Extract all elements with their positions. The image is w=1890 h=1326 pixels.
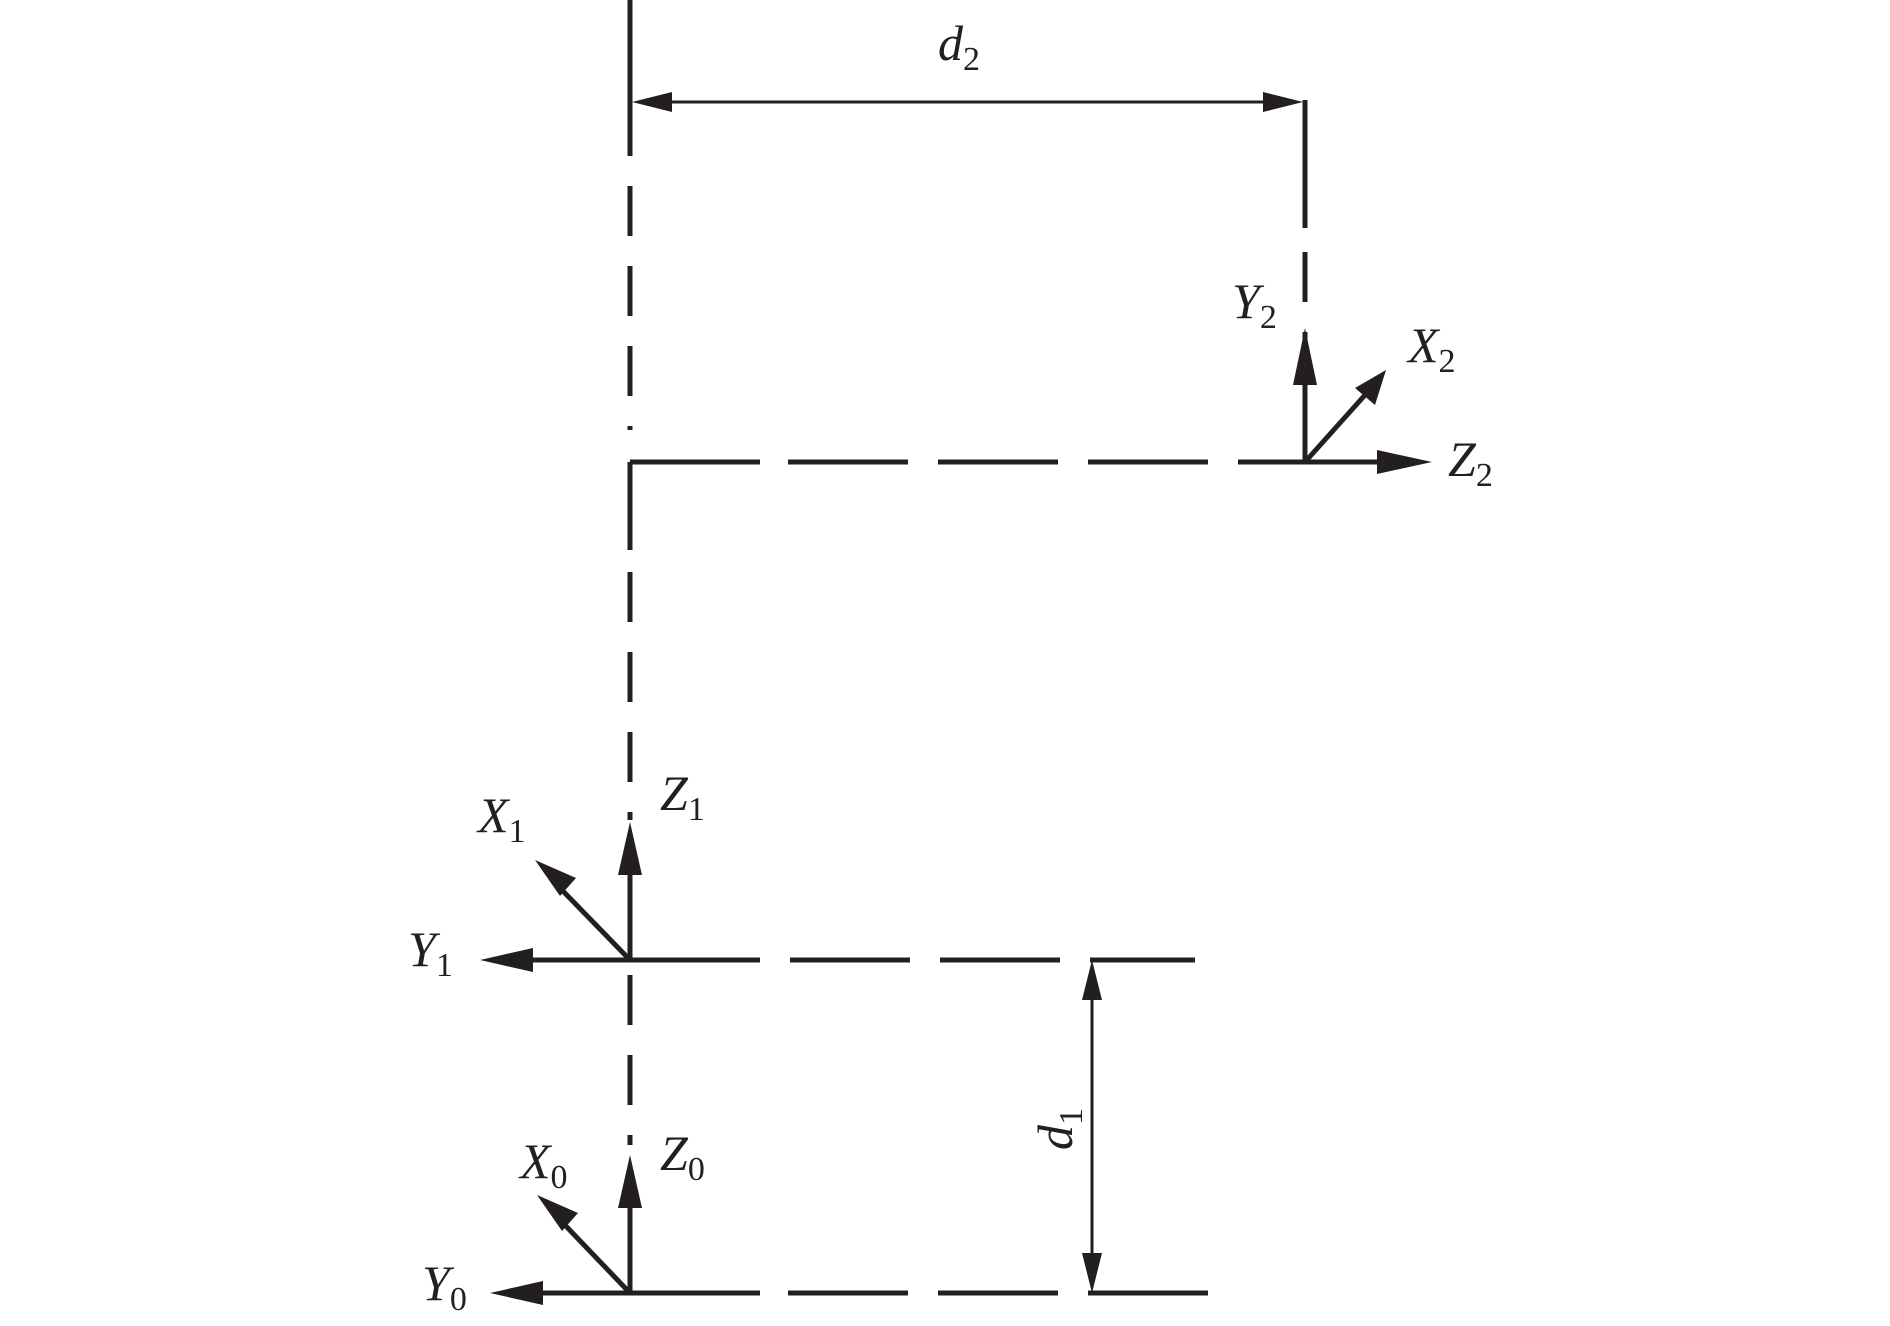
frame1: Z1 X1 Y1 [408, 765, 705, 984]
frame2: Y2 X2 Z2 [1232, 273, 1493, 494]
frame2-z-arrowhead [1377, 450, 1432, 474]
frame1-z-subscript: 1 [688, 791, 705, 828]
dimension-d2: d2 [632, 15, 1303, 112]
svg-text:d1: d1 [1027, 1108, 1090, 1150]
frame1-x-arrowhead [535, 860, 576, 896]
d2-letter: d [938, 15, 964, 71]
frame0-z-subscript: 0 [688, 1151, 705, 1188]
frame2-x-axis [1303, 393, 1367, 464]
frame0-y-arrowhead [490, 1281, 543, 1305]
svg-text:X0: X0 [518, 1133, 568, 1196]
frame1-y-arrowhead [480, 948, 533, 972]
frame1-z-arrowhead [618, 822, 642, 875]
frame2-y-arrowhead [1293, 328, 1317, 385]
frame1-x-subscript: 1 [509, 813, 526, 850]
frame2-y-subscript: 2 [1260, 299, 1277, 336]
frame1-y-label: Y [408, 921, 441, 977]
frame0-x-label: X [518, 1133, 553, 1189]
frame2-z-subscript: 2 [1476, 457, 1493, 494]
frame2-x-label: X [1406, 317, 1441, 373]
d1-letter: d [1027, 1124, 1083, 1150]
frame2-x-subscript: 2 [1439, 343, 1456, 380]
dimension-d1: d1 [1027, 960, 1102, 1293]
frame0: Z0 X0 Y0 [422, 1125, 705, 1318]
frame1-x-label: X [476, 787, 511, 843]
frame0-x-arrowhead [537, 1195, 578, 1231]
frame0-z-arrowhead [618, 1155, 642, 1208]
d2-subscript: 2 [963, 41, 980, 78]
svg-text:Y1: Y1 [408, 921, 453, 984]
frame1-z-label: Z [660, 765, 689, 821]
frame0-x-axis [560, 1220, 632, 1295]
frame2-x-arrowhead [1355, 370, 1386, 405]
frame0-y-label: Y [422, 1255, 455, 1311]
frame0-x-subscript: 0 [551, 1159, 568, 1196]
svg-text:X1: X1 [476, 787, 526, 850]
svg-text:Z2: Z2 [1448, 431, 1493, 494]
svg-text:X2: X2 [1406, 317, 1456, 380]
d1-subscript: 1 [1053, 1108, 1090, 1125]
svg-text:Y0: Y0 [422, 1255, 467, 1318]
frame1-x-axis [558, 886, 632, 962]
svg-text:Y2: Y2 [1232, 273, 1277, 336]
frame0-y-subscript: 0 [450, 1281, 467, 1318]
svg-text:Z1: Z1 [660, 765, 705, 828]
svg-text:Z0: Z0 [660, 1125, 705, 1188]
frame0-z-label: Z [660, 1125, 689, 1181]
svg-text:d2: d2 [938, 15, 980, 78]
frame2-y-label: Y [1232, 273, 1265, 329]
frame1-y-subscript: 1 [436, 947, 453, 984]
frame2-z-label: Z [1448, 431, 1477, 487]
